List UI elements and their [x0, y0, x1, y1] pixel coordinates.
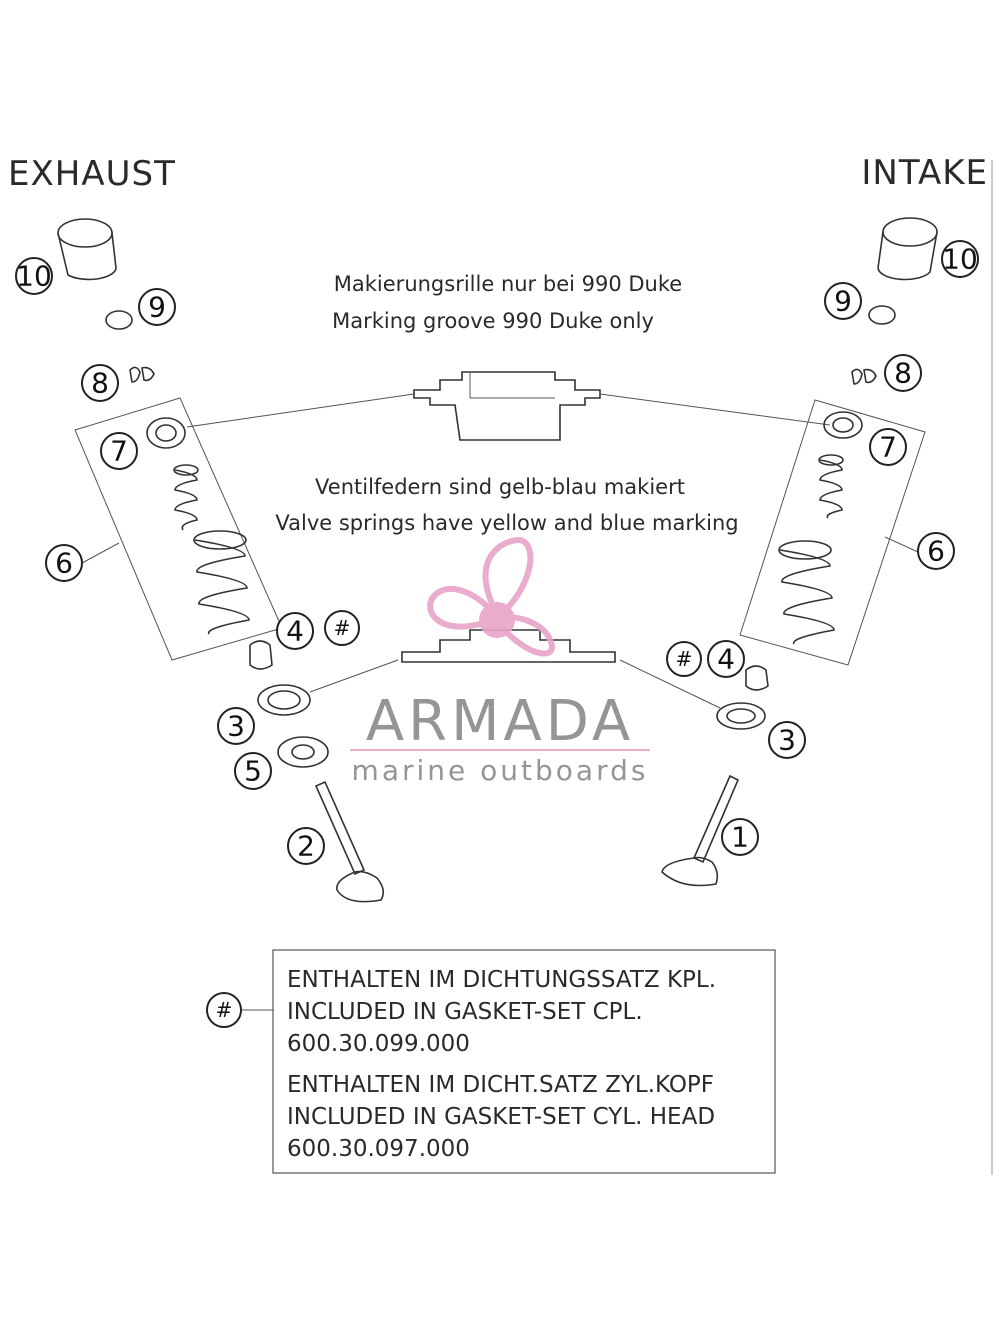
callout-3-intake: 3 [768, 721, 806, 759]
exhaust-valve [314, 780, 385, 903]
intake-bucket-tappet [877, 217, 938, 281]
svg-text:9: 9 [834, 285, 852, 318]
callout-hash-exhaust: # [324, 610, 360, 646]
svg-text:6: 6 [927, 535, 945, 568]
intake-spring-assembly-box [739, 399, 926, 666]
exhaust-header: EXHAUST [8, 154, 176, 194]
propeller-logo-icon [427, 536, 555, 657]
svg-text:5: 5 [244, 755, 262, 788]
svg-text:8: 8 [894, 357, 912, 390]
legend-part-number-2: 600.30.097.000 [287, 1136, 470, 1162]
exhaust-valve-stem-seal [249, 640, 273, 670]
exhaust-bucket-tappet [57, 218, 117, 281]
brand-tagline: marine outboards [352, 754, 649, 787]
exhaust-washer [277, 736, 329, 768]
svg-text:9: 9 [148, 291, 166, 324]
callout-7-intake: 7 [869, 428, 907, 466]
legend-line-5: INCLUDED IN GASKET-SET CYL. HEAD [287, 1104, 715, 1130]
intake-valve-cotters [851, 368, 877, 385]
intake-seat-leader [619, 659, 721, 709]
intake-valve [661, 774, 740, 887]
intake-inner-spring [818, 454, 844, 519]
exhaust-valve-cotters [129, 366, 155, 383]
intake-outer-spring [778, 540, 835, 645]
callout-6-exhaust: 6 [45, 544, 83, 582]
exhaust-spring-retainer [146, 417, 186, 449]
callout-3-exhaust: 3 [217, 707, 255, 745]
intake-spring-seat [716, 702, 766, 730]
intake-valve-stem-seal [745, 665, 769, 691]
callout-1: 1 [721, 818, 759, 856]
exhaust-outer-spring [193, 530, 250, 635]
exhaust-spring-seat [257, 684, 311, 716]
exhaust-shim [105, 310, 133, 330]
svg-text:7: 7 [110, 435, 128, 468]
callout-7-exhaust: 7 [100, 432, 138, 470]
svg-text:7: 7 [879, 431, 897, 464]
legend-hash-callout: # [206, 992, 242, 1028]
callout-hash-intake: # [666, 641, 702, 677]
legend-line-1: ENTHALTEN IM DICHTUNGSSATZ KPL. [287, 967, 716, 993]
callout-6-intake: 6 [917, 532, 955, 570]
intake-header: INTAKE [861, 153, 988, 193]
armada-watermark: ARMADA marine outboards [350, 536, 650, 787]
callout-8-exhaust: 8 [81, 364, 119, 402]
intake-spring-retainer [823, 411, 863, 439]
callout-5: 5 [234, 752, 272, 790]
groove-profile-detail [186, 371, 831, 441]
svg-text:#: # [676, 647, 693, 671]
callout-2: 2 [287, 827, 325, 865]
exhaust-seat-leader [309, 659, 399, 693]
springs-note-de: Ventilfedern sind gelb-blau makiert [315, 475, 685, 499]
svg-text:3: 3 [778, 724, 796, 757]
svg-text:4: 4 [286, 615, 304, 648]
intake-shim [868, 305, 896, 325]
svg-text:10: 10 [16, 260, 52, 293]
legend-part-number-1: 600.30.099.000 [287, 1031, 470, 1057]
propeller-hub [479, 602, 515, 638]
legend-box: # ENTHALTEN IM DICHTUNGSSATZ KPL. INCLUD… [206, 949, 776, 1174]
svg-text:4: 4 [717, 643, 735, 676]
seat-profile-detail [401, 629, 616, 663]
callout-8-intake: 8 [884, 354, 922, 392]
callout-10-exhaust: 10 [15, 257, 53, 295]
svg-text:8: 8 [91, 367, 109, 400]
groove-note-de: Makierungsrille nur bei 990 Duke [334, 272, 682, 296]
groove-note-en: Marking groove 990 Duke only [332, 309, 654, 333]
svg-text:6: 6 [55, 547, 73, 580]
callout-4-intake: 4 [707, 640, 745, 678]
callout-10-intake: 10 [941, 240, 979, 278]
callout-4-exhaust: 4 [276, 612, 314, 650]
svg-text:#: # [216, 998, 233, 1022]
svg-text:10: 10 [942, 243, 978, 276]
callout-9-exhaust: 9 [138, 288, 176, 326]
springs-note-en: Valve springs have yellow and blue marki… [275, 511, 738, 535]
svg-text:1: 1 [731, 821, 749, 854]
svg-text:2: 2 [297, 830, 315, 863]
legend-line-2: INCLUDED IN GASKET-SET CPL. [287, 999, 643, 1025]
svg-text:#: # [334, 616, 351, 640]
svg-text:3: 3 [227, 710, 245, 743]
brand-name: ARMADA [366, 689, 634, 754]
legend-line-4: ENTHALTEN IM DICHT.SATZ ZYL.KOPF [287, 1072, 714, 1098]
exhaust-inner-spring [173, 464, 199, 531]
callout-9-intake: 9 [824, 282, 862, 320]
